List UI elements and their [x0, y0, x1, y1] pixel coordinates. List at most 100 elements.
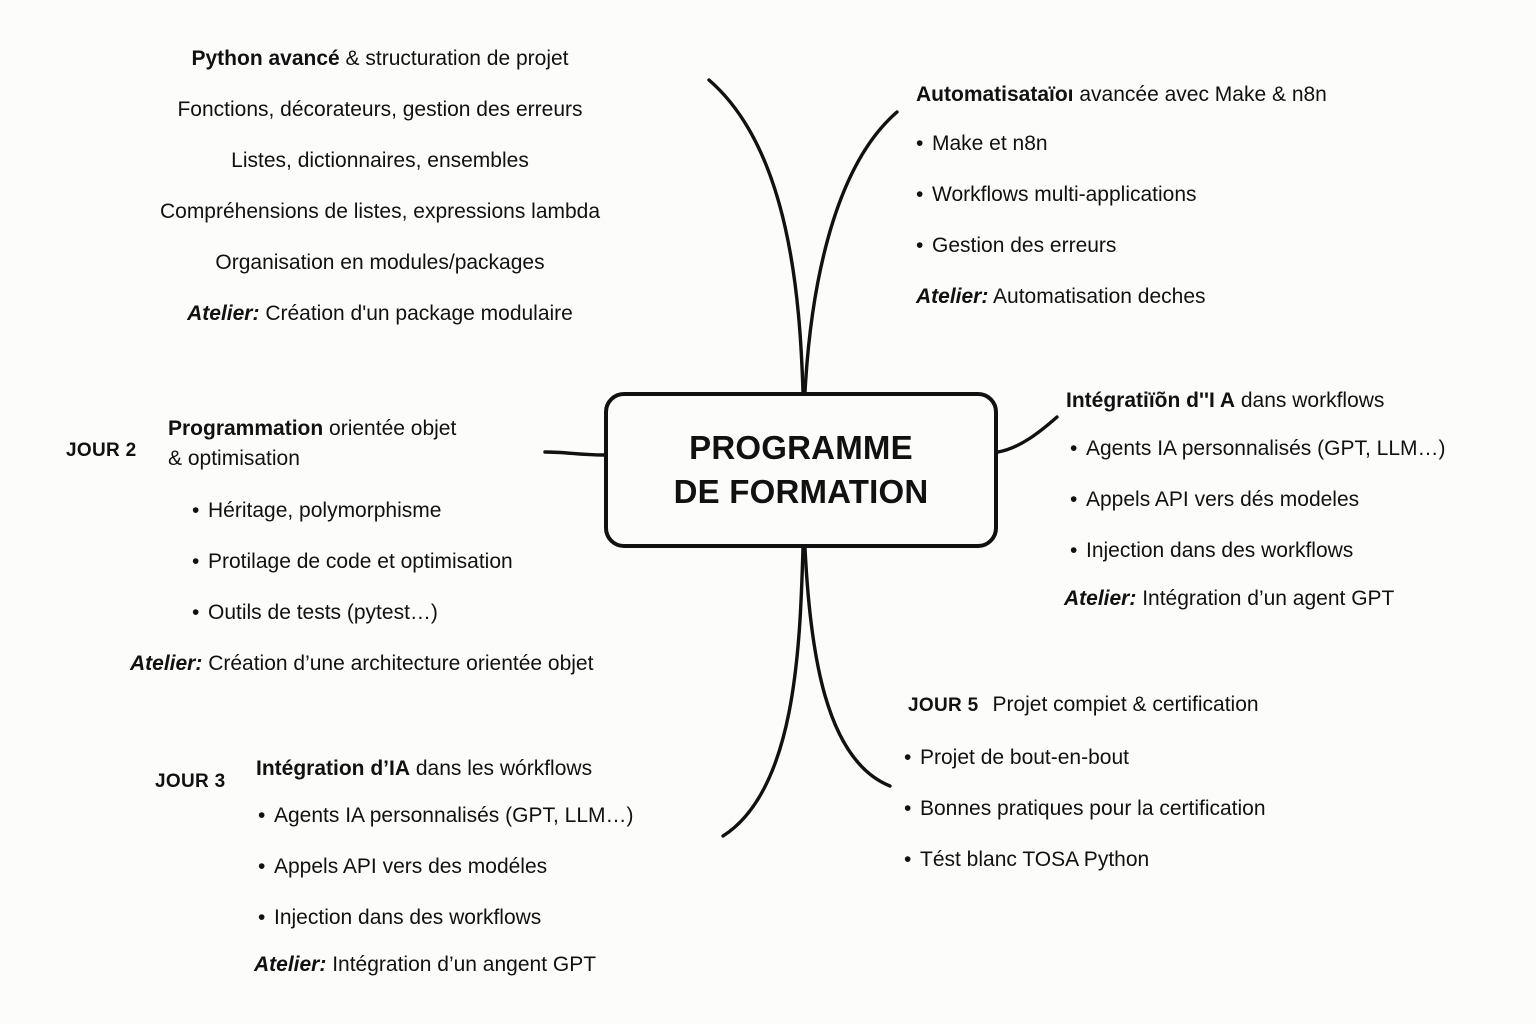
bullet-item: • Protilage de code et optimisation: [192, 547, 593, 577]
branch-bullet-list: • Make et n8n • Workflows multi-applicatio…: [916, 129, 1327, 261]
branch-bullet-list: • Agents IA personnalisés (GPT, LLM…) • Ap…: [256, 801, 634, 933]
bullet-item: • Injection dans des workflows: [258, 903, 634, 933]
day-label-jour-5: JOUR 5: [908, 695, 979, 716]
branch-bullet-list: •Projet de bout-en-bout • Bonnes pratique…: [904, 743, 1266, 875]
atelier-text: Intégration d’un agent GPT: [1136, 587, 1395, 610]
bullet-text: Injection dans des workflows: [1086, 539, 1354, 562]
atelier-label: Atelier:: [254, 953, 327, 976]
bullet-item: • Workflows multi-applications: [916, 180, 1327, 210]
bullet-text: Agents IA personnalisés (GPT, LLM…): [274, 804, 634, 827]
branch-atelier: Atelier: Création d'un package modulaire: [40, 299, 720, 329]
branch-heading-rest: Projet compiet & certification: [992, 693, 1259, 716]
branch-heading: Python avancé & structuration de projet: [40, 44, 720, 74]
branch-heading-strong: Programmation: [168, 417, 324, 440]
branch-jour-2: JOUR 2 Programmation orientée objet & op…: [66, 414, 593, 679]
bullet-dot-icon: •: [258, 906, 266, 929]
connector-to-jour3: [721, 546, 805, 838]
branch-heading-strong: Python avancé: [191, 47, 340, 70]
branch-atelier-wrap: Atelier: Automatisation deches: [916, 282, 1327, 312]
bullet-dot-icon: •: [258, 804, 266, 827]
bullet-item: •Projet de bout-en-bout: [904, 743, 1266, 773]
bullet-item: • Tést blanc TOSA Python: [904, 845, 1266, 875]
connector-to-jour5: [996, 415, 1059, 454]
bullet-dot-icon: •: [916, 132, 924, 155]
bullet-item: •Outils de tests (pytest…): [192, 598, 593, 628]
branch-heading: Intégration d’IA dans les wórkflows: [256, 754, 634, 784]
bullet-text: Make et n8n: [932, 132, 1048, 155]
bullet-dot-icon: •: [192, 499, 200, 522]
connector-to-jour6: [803, 546, 892, 788]
branch-heading: Intégratiïõn d''I A dans workflows: [1066, 386, 1446, 416]
bullet-dot-icon: •: [904, 848, 912, 871]
branch-heading-rest: dans les wórkflows: [410, 757, 593, 780]
atelier-text: Intégration d’un angent GPT: [326, 953, 597, 976]
bullet-item: • Agents IA personnalisés (GPT, LLM…): [1070, 434, 1446, 464]
branch-line: Listes, dictionnaires, ensembles: [231, 149, 529, 172]
branch-bullet-list: • Héritage, polymorphisme • Protilage de c…: [192, 496, 593, 628]
bullet-item: • Injection dans des workflows: [1070, 536, 1446, 566]
branch-atelier-wrap: Atelier: Intégration d’un agent GPT: [1064, 584, 1446, 614]
bullet-dot-icon: •: [1070, 539, 1078, 562]
branch-line: Organisation en modules/packages: [215, 251, 545, 274]
bullet-item: • Bonnes pratiques pour la certification: [904, 794, 1266, 824]
branch-line: Compréhensions de listes, expressions la…: [159, 200, 601, 223]
bullet-item: • Agents IA personnalisés (GPT, LLM…): [258, 801, 634, 831]
bullet-text: Appels API vers dés modeles: [1086, 488, 1360, 511]
branch-heading-rest: & structuration de projet: [339, 47, 569, 70]
bullet-text: Gestion des erreurs: [932, 234, 1117, 257]
atelier-label: Atelier:: [1064, 587, 1137, 610]
branch-atelier-wrap: Atelier: Intégration d’un angent GPT: [254, 950, 634, 980]
branch-atelier: Atelier: Intégration d’un agent GPT: [1064, 584, 1446, 614]
bullet-dot-icon: •: [258, 855, 266, 878]
bullet-item: • Héritage, polymorphisme: [192, 496, 593, 526]
branch-python-avance: Python avancé & structuration de projet …: [40, 44, 720, 329]
branch-jour-3: JOUR 3 Intégration d’IA dans les wórkflo…: [155, 754, 634, 980]
branch-automatisation: Automatisataïoı avancée avec Make & n8n …: [916, 80, 1327, 312]
bullet-text: Injection dans des workflows: [274, 906, 542, 929]
branch-atelier: Atelier: Intégration d’un angent GPT: [254, 950, 634, 980]
bullet-dot-icon: •: [904, 797, 912, 820]
bullet-text: Tést blanc TOSA Python: [920, 848, 1150, 871]
atelier-label: Atelier:: [187, 302, 260, 325]
bullet-text: Héritage, polymorphisme: [208, 499, 442, 522]
branch-jour-5: JOUR 5 Projet compiet & certification •Pr…: [904, 690, 1266, 875]
branch-heading-rest: dans workflows: [1235, 389, 1385, 412]
branch-heading: JOUR 5 Projet compiet & certification: [908, 690, 1266, 721]
bullet-dot-icon: •: [192, 550, 200, 573]
bullet-text: Outils de tests (pytest…): [208, 601, 438, 624]
atelier-text: Création d'un package modulaire: [259, 302, 573, 325]
bullet-text: Workflows multi-applications: [932, 183, 1197, 206]
bullet-text: Bonnes pratiques pour la certification: [920, 797, 1266, 820]
atelier-text: Automatisation deches: [988, 285, 1206, 308]
branch-heading: Automatisataïoı avancée avec Make & n8n: [916, 80, 1327, 110]
bullet-dot-icon: •: [916, 234, 924, 257]
bullet-item: • Gestion des erreurs: [916, 231, 1327, 261]
connector-to-jour4: [803, 110, 899, 394]
bullet-dot-icon: •: [1070, 488, 1078, 511]
branch-bullet-list: • Agents IA personnalisés (GPT, LLM…) • Ap…: [1070, 434, 1446, 566]
bullet-item: • Make et n8n: [916, 129, 1327, 159]
central-node: PROGRAMME DE FORMATION: [604, 392, 998, 548]
bullet-text: Agents IA personnalisés (GPT, LLM…): [1086, 437, 1446, 460]
branch-atelier: Atelier: Création d’une architecture ori…: [130, 649, 593, 679]
branch-heading-strong: Intégration d’IA: [256, 757, 410, 780]
branch-heading-strong: Automatisataïoı: [916, 83, 1074, 106]
atelier-label: Atelier:: [130, 652, 203, 675]
day-label-jour-3: JOUR 3: [155, 771, 226, 792]
atelier-text: Création d’une architecture orientée obj…: [202, 652, 594, 675]
bullet-text: Appels API vers des modéles: [274, 855, 548, 878]
connector-to-jour1: [707, 78, 805, 394]
branch-heading-rest: avancée avec Make & n8n: [1073, 83, 1327, 106]
branch-heading-strong: Intégratiïõn d''I A: [1066, 389, 1236, 412]
branch-line: Fonctions, décorateurs, gestion des erre…: [177, 98, 583, 121]
bullet-item: • Appels API vers dés modeles: [1070, 485, 1446, 515]
bullet-dot-icon: •: [916, 183, 924, 206]
bullet-dot-icon: •: [1070, 437, 1078, 460]
day-label-jour-2: JOUR 2: [66, 440, 137, 461]
bullet-dot-icon: •: [904, 746, 912, 769]
atelier-label: Atelier:: [916, 285, 989, 308]
branch-heading-line2: & optimisation: [168, 447, 300, 470]
bullet-text: Protilage de code et optimisation: [208, 550, 513, 573]
branch-heading: Programmation orientée objet: [168, 414, 593, 444]
bullet-item: • Appels API vers des modéles: [258, 852, 634, 882]
